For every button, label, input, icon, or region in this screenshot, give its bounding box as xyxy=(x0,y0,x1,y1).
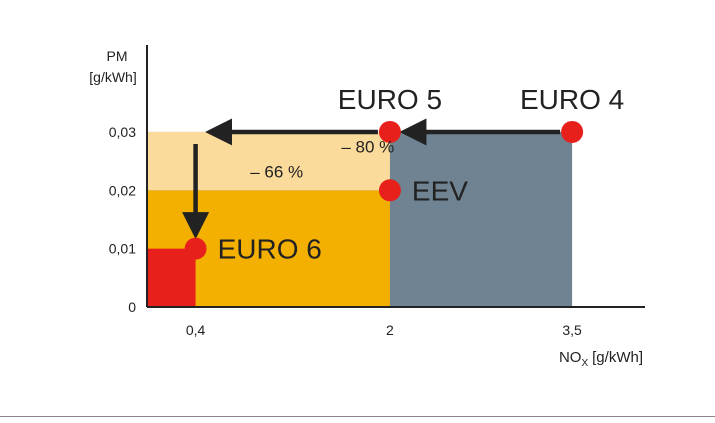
label-euro-6: EURO 6 xyxy=(218,234,322,265)
y-tick-label: 0 xyxy=(128,299,136,315)
point-euro-6 xyxy=(184,237,207,260)
x-axis-label: NOX [g/kWh] xyxy=(559,349,643,369)
axes-layer xyxy=(146,45,645,308)
arrows-layer xyxy=(182,118,561,240)
region-euro-6 xyxy=(147,248,196,307)
x-axis-label-unit: [g/kWh] xyxy=(592,349,643,366)
x-tick-label: 2 xyxy=(386,322,394,338)
bottom-divider xyxy=(0,416,715,417)
reduction-annotation: – 80 % xyxy=(341,137,394,156)
label-euro-5: EURO 5 xyxy=(338,84,442,115)
x-axis-label-sub: X xyxy=(581,358,588,369)
y-tick-label: 0,01 xyxy=(109,241,136,257)
point-euro-5 xyxy=(378,120,401,143)
point-eev xyxy=(378,179,401,202)
x-tick-label: 3,5 xyxy=(562,322,582,338)
labels-layer: EURO 4 EURO 5 EEV EURO 6 – 80 % – 66 % xyxy=(218,84,625,265)
y-axis-label-line1: PM xyxy=(107,48,128,64)
y-tick-label: 0,02 xyxy=(109,182,136,198)
reduction-annotation: – 66 % xyxy=(250,162,303,181)
regions-layer xyxy=(147,131,573,307)
y-tick-label: 0,03 xyxy=(109,124,136,140)
x-axis-label-main: NO xyxy=(559,349,582,366)
x-tick-label: 0,4 xyxy=(186,322,206,338)
label-eev: EEV xyxy=(412,175,468,206)
region-euro-5-band xyxy=(147,131,390,191)
point-euro-4 xyxy=(561,120,584,143)
points-layer xyxy=(184,120,584,260)
y-axis-label-line2: [g/kWh] xyxy=(89,69,136,85)
label-euro-4: EURO 4 xyxy=(520,84,624,115)
ticks-layer: 0,4 2 3,5 0 0,01 0,02 0,03 xyxy=(109,124,582,338)
